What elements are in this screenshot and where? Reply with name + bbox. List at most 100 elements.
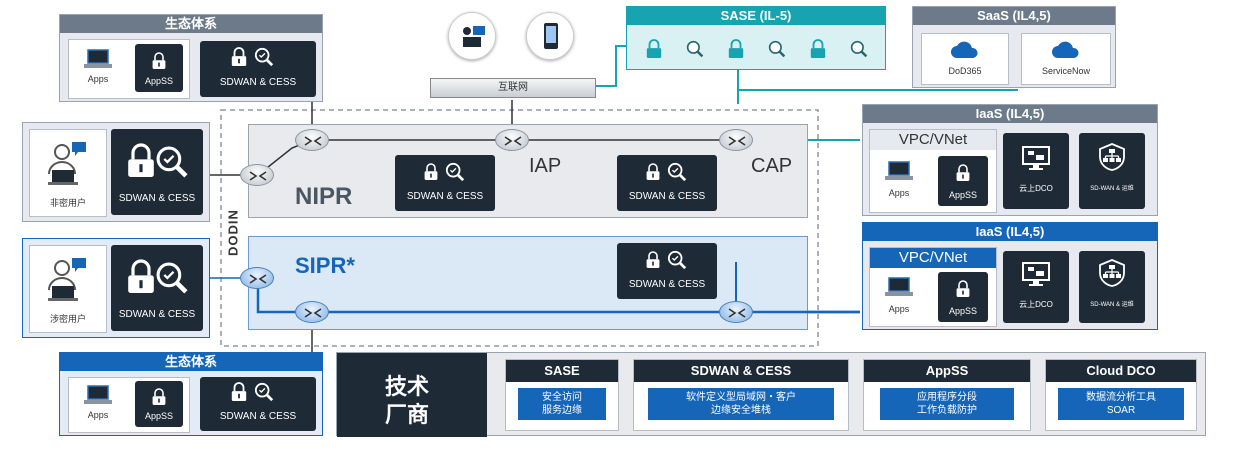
sdwan-cess-label: SDWAN & CESS: [628, 191, 706, 202]
shield-icon: [1099, 143, 1125, 171]
saas-service-servicenow[interactable]: ServiceNow: [1021, 33, 1111, 85]
appss-label: AppSS: [144, 76, 174, 86]
laptop-icon: [83, 384, 113, 406]
vpc-label: VPC/VNet: [870, 248, 996, 268]
sdwan-cess-tile[interactable]: SDWAN & CESS: [200, 377, 316, 431]
vendors-title-line2: 厂商: [385, 402, 430, 427]
saas-title: SaaS (IL4,5): [913, 7, 1115, 25]
sipr-label: SIPR*: [295, 253, 355, 278]
vendor-card-line: SOAR: [1106, 405, 1136, 416]
router-icon: [240, 164, 274, 186]
vendor-card-title: SDWAN & CESS: [634, 360, 848, 382]
soc-label: SD-WAN & 运维: [1090, 302, 1134, 308]
cloud-dco-tile[interactable]: 云上DCO: [1003, 133, 1069, 209]
vpc-group: VPC/VNet Apps AppSS: [869, 129, 997, 213]
nipr-label: NIPR: [295, 183, 353, 210]
cloud-dco-label: 云上DCO: [1019, 184, 1053, 193]
lock-icon: [125, 259, 157, 295]
laptop-icon: [884, 160, 914, 182]
vendor-card-line: 安全访问: [542, 392, 582, 403]
ecosystem-top-title: 生态体系: [60, 15, 322, 33]
iap-label: IAP: [529, 155, 562, 177]
sdwan-cess-tile[interactable]: SDWAN & CESS: [200, 41, 316, 97]
lock-icon: [645, 38, 663, 60]
vendor-card-title: Cloud DCO: [1046, 360, 1196, 382]
magnifier-icon: [667, 250, 687, 270]
apps-group: Apps AppSS: [68, 377, 190, 433]
magnifier-icon: [850, 40, 868, 58]
magnifier-icon: [254, 382, 274, 402]
appss-tile[interactable]: AppSS: [938, 156, 988, 206]
magnifier-icon: [155, 145, 189, 179]
soc-label: SD-WAN & 运维: [1090, 186, 1134, 192]
lock-icon: [809, 38, 827, 60]
lock-icon: [645, 163, 661, 181]
appss-label: AppSS: [144, 411, 174, 421]
lock-icon: [645, 251, 661, 269]
router-icon: [495, 129, 529, 151]
apps-label: Apps: [888, 188, 910, 198]
vpc-label: VPC/VNet: [870, 130, 996, 150]
ecosystem-bottom-panel: 生态体系 Apps AppSS SDWAN & CESS: [59, 352, 323, 436]
iaas-top-panel: IaaS (IL4,5) VPC/VNet Apps AppSS 云上DCO S…: [862, 104, 1158, 216]
router-icon: [240, 267, 274, 289]
sdwan-cess-iap[interactable]: SDWAN & CESS: [395, 155, 495, 211]
magnifier-icon: [768, 40, 786, 58]
magnifier-icon: [667, 162, 687, 182]
monitor-icon: [1021, 145, 1051, 171]
vendors-title-block: 技术 厂商: [337, 353, 487, 437]
iaas-bottom-title: IaaS (IL4,5): [863, 223, 1157, 241]
vendor-card-line: 数据流分析工具: [1086, 392, 1156, 403]
vendor-card-line: 软件定义型局域网・客户: [686, 392, 796, 403]
appss-label: AppSS: [948, 306, 978, 316]
sdwan-cess-label: SDWAN & CESS: [118, 309, 196, 320]
vendor-card-title: AppSS: [864, 360, 1030, 382]
appss-tile[interactable]: AppSS: [135, 44, 183, 92]
user-label: 非密用户: [49, 198, 86, 208]
soc-tile[interactable]: SD-WAN & 运维: [1079, 133, 1145, 209]
magnifier-icon: [254, 47, 274, 67]
dodin-label: DODIN: [225, 197, 241, 268]
sase-title: SASE (IL-5): [627, 7, 885, 25]
lock-icon: [151, 388, 167, 406]
magnifier-icon: [155, 261, 189, 295]
cloud-dco-tile[interactable]: 云上DCO: [1003, 251, 1069, 323]
lock-icon: [125, 143, 157, 179]
saas-service-dod365[interactable]: DoD365: [921, 33, 1009, 85]
sdwan-cess-label: SDWAN & CESS: [406, 191, 484, 202]
appss-label: AppSS: [948, 190, 978, 200]
vpc-group: VPC/VNet Apps AppSS: [869, 247, 997, 327]
phone-icon: [526, 12, 574, 60]
ecosystem-bottom-title: 生态体系: [60, 353, 322, 371]
appss-tile[interactable]: AppSS: [938, 272, 988, 322]
shield-icon: [1099, 259, 1125, 287]
appss-tile[interactable]: AppSS: [135, 381, 183, 427]
vendor-card-sase[interactable]: SASE 安全访问 服务边缘: [505, 359, 619, 431]
lock-icon: [955, 164, 971, 182]
internet-bar: 互联网: [430, 78, 596, 98]
sdwan-cess-tile[interactable]: SDWAN & CESS: [111, 129, 203, 215]
apps-label: Apps: [87, 410, 109, 420]
sdwan-cess-tile[interactable]: SDWAN & CESS: [111, 245, 203, 331]
cloud-icon: [950, 40, 980, 60]
lock-icon: [230, 47, 248, 67]
apps-group: Apps AppSS: [68, 39, 190, 99]
laptop-icon: [83, 48, 113, 70]
cloud-icon: [1051, 40, 1081, 60]
user-icon: [42, 138, 92, 188]
apps-label: Apps: [888, 304, 910, 314]
vendor-card-title: SASE: [506, 360, 618, 382]
sdwan-cess-cap[interactable]: SDWAN & CESS: [617, 155, 717, 211]
dodin-label-wrap: DODIN: [218, 197, 248, 270]
vendor-card-sdwan-cess[interactable]: SDWAN & CESS 软件定义型局域网・客户 边缘安全堆栈: [633, 359, 849, 431]
classified-user-panel: 涉密用户 SDWAN & CESS: [22, 238, 210, 338]
apps-label: Apps: [87, 74, 109, 84]
soc-tile[interactable]: SD-WAN & 运维: [1079, 251, 1145, 323]
vendor-card-line: 工作负载防护: [917, 405, 977, 416]
sase-panel: SASE (IL-5): [626, 6, 886, 70]
vendor-card-cloud-dco[interactable]: Cloud DCO 数据流分析工具 SOAR: [1045, 359, 1197, 431]
vendor-card-appss[interactable]: AppSS 应用程序分段 工作负载防护: [863, 359, 1031, 431]
vendor-card-line: 服务边缘: [542, 405, 582, 416]
user-icon: [42, 254, 92, 304]
sdwan-cess-sipr[interactable]: SDWAN & CESS: [617, 243, 717, 299]
